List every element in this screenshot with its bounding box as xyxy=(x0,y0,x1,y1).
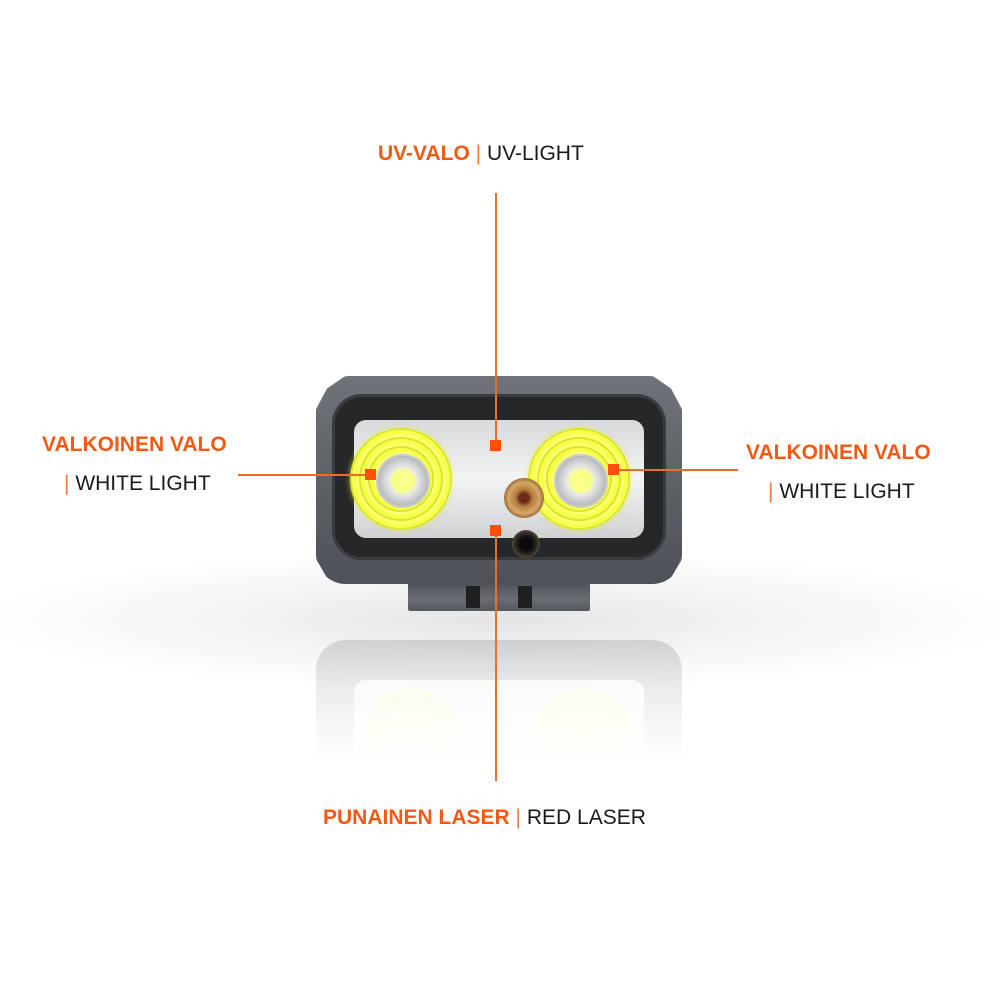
white-left-marker xyxy=(365,469,376,480)
label-separator: | xyxy=(475,142,482,165)
bike-light-device xyxy=(316,376,682,611)
label-separator: | xyxy=(768,480,774,503)
bracket-slot xyxy=(466,586,480,608)
mount-bracket xyxy=(408,581,590,611)
bracket-slot xyxy=(518,586,532,608)
label-separator: | xyxy=(515,806,521,829)
white-left-en-text: WHITE LIGHT xyxy=(75,472,211,495)
uv-callout-line xyxy=(495,193,497,445)
uv-label-finnish: UV-VALO xyxy=(378,142,470,165)
label-separator: | xyxy=(64,472,70,495)
uv-led xyxy=(504,478,544,518)
white-right-marker xyxy=(608,464,619,475)
uv-marker xyxy=(490,440,501,451)
device-reflection xyxy=(316,630,682,800)
uv-light-label: UV-VALO | UV-LIGHT xyxy=(378,143,584,164)
laser-callout-line xyxy=(495,530,497,781)
reflection-housing xyxy=(316,640,682,800)
white-light-right-label-english: | WHITE LIGHT xyxy=(768,481,915,502)
white-right-en-text: WHITE LIGHT xyxy=(779,480,915,503)
reflection-window xyxy=(354,680,644,790)
laser-label-finnish: PUNAINEN LASER xyxy=(323,806,510,829)
reflection-led-left xyxy=(362,688,462,788)
white-right-callout-line xyxy=(616,469,738,471)
uv-label-english: UV-LIGHT xyxy=(486,142,584,165)
white-left-callout-line xyxy=(238,474,370,476)
white-light-left-label-finnish: VALKOINEN VALO xyxy=(42,434,227,455)
white-light-right-label-finnish: VALKOINEN VALO xyxy=(746,442,931,463)
red-laser-label: PUNAINEN LASER | RED LASER xyxy=(323,807,646,828)
white-led-right xyxy=(528,428,630,530)
laser-label-english: RED LASER xyxy=(526,806,646,829)
laser-marker xyxy=(490,525,501,536)
reflection-led-right xyxy=(534,688,634,788)
white-right-fi-text: VALKOINEN VALO xyxy=(746,441,931,464)
led-core xyxy=(376,454,430,508)
lens-window xyxy=(350,420,644,558)
led-core xyxy=(554,454,608,508)
white-left-fi-text: VALKOINEN VALO xyxy=(42,433,227,456)
red-laser-emitter xyxy=(512,530,540,558)
white-light-left-label-english: | WHITE LIGHT xyxy=(64,473,211,494)
